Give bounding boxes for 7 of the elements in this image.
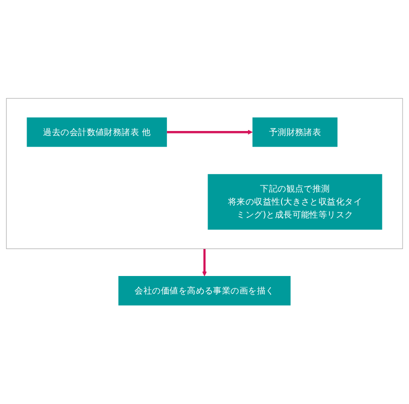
- arrow: [202, 248, 207, 276]
- node-box: 過去の会計数値財務諸表 他: [26, 118, 167, 147]
- node-box: 会社の価値を高める事業の画を描く: [118, 276, 291, 306]
- node-box: 予測財務諸表: [252, 118, 338, 147]
- cluster: [6, 98, 403, 250]
- node-box: 下記の観点で推測 将来の収益性(大きさと収益化タイミング)と成長可能性等リスク: [208, 174, 382, 230]
- arrow: [166, 130, 253, 135]
